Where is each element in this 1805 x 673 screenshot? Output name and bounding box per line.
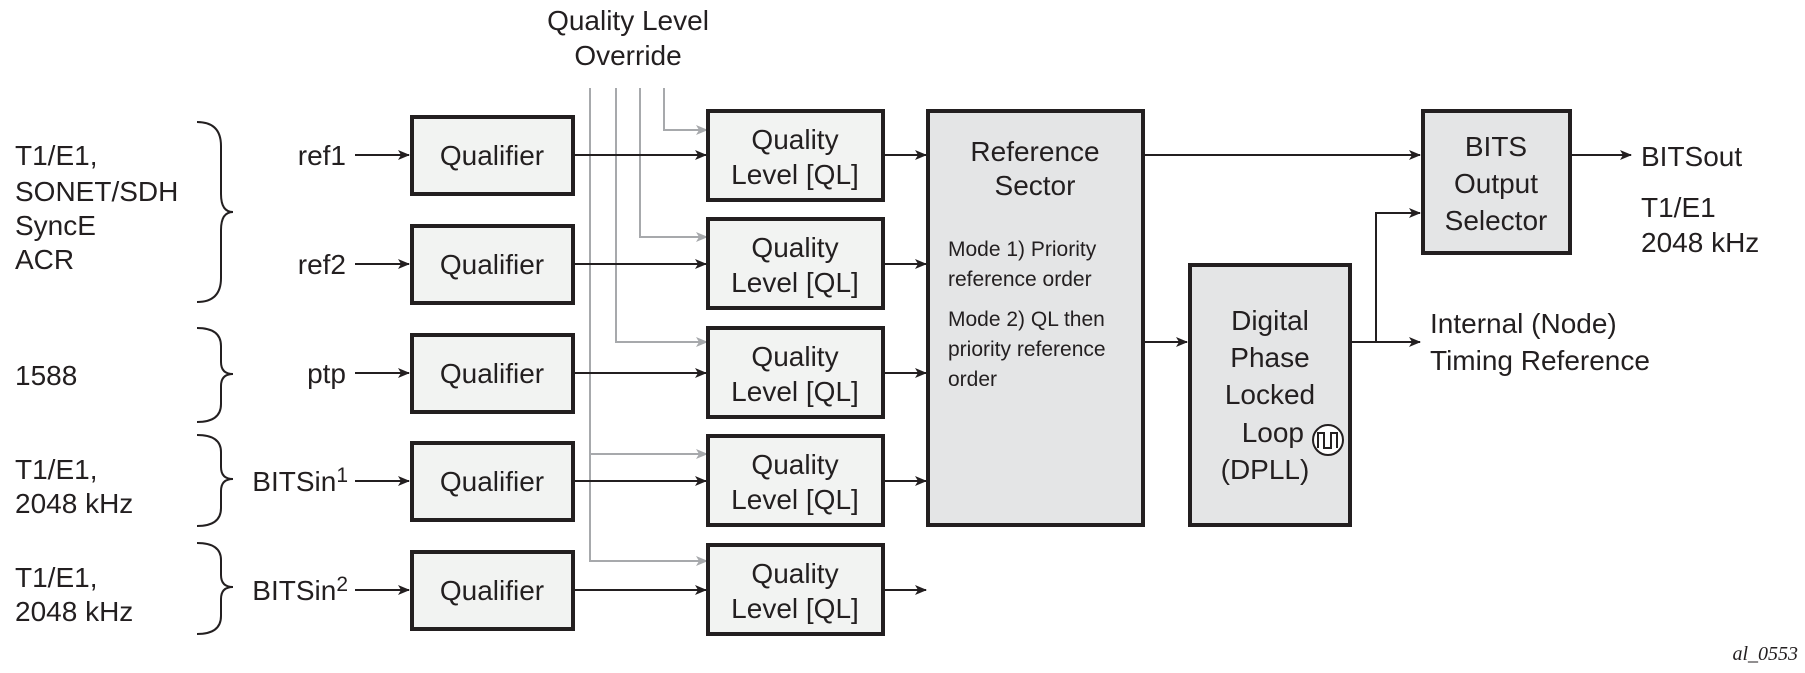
qualifier-4: Qualifier [410, 441, 575, 522]
ql-box-3: Quality Level [QL] [706, 326, 885, 419]
ql-box-2-line1: Quality [751, 232, 838, 263]
source-1-line4: ACR [15, 244, 74, 275]
dpll-line3: Locked [1225, 379, 1315, 410]
dpll-block: Digital Phase Locked Loop (DPLL) [1188, 263, 1352, 527]
input-label-bitsin2: BITSin2 [252, 573, 348, 606]
input-label-ref2: ref2 [298, 249, 346, 280]
qlo-title-line1: Quality Level [547, 5, 709, 36]
override-wires [589, 88, 708, 566]
ql-box-2: Quality Level [QL] [706, 217, 885, 310]
mode1-line2: reference order [948, 268, 1092, 291]
ql-box-4-line1: Quality [751, 449, 838, 480]
ql-box-3-line2: Level [QL] [731, 376, 859, 407]
mode2-line1: Mode 2) QL then [948, 308, 1105, 331]
ql-box-1-line2: Level [QL] [731, 159, 859, 190]
oscillator-icon [1312, 424, 1344, 456]
internal-ref-line2: Timing Reference [1430, 345, 1650, 376]
qualifier-1-label: Qualifier [440, 140, 544, 171]
bits-out-detail-line1: T1/E1 [1641, 192, 1716, 223]
dpll-line4: Loop [1242, 417, 1304, 448]
qualifier-5-label: Qualifier [440, 575, 544, 606]
reference-sector-title-line2: Sector [995, 170, 1076, 201]
ql-box-1: Quality Level [QL] [706, 109, 885, 202]
dpll-line5: (DPLL) [1221, 454, 1310, 485]
ql-box-4-line2: Level [QL] [731, 484, 859, 515]
internal-ref-line1: Internal (Node) [1430, 308, 1617, 339]
ql-box-5: Quality Level [QL] [706, 543, 885, 636]
qualifier-to-ql-arrows [575, 150, 707, 595]
bits-selector-line2: Output [1454, 168, 1538, 199]
qualifier-3-label: Qualifier [440, 358, 544, 389]
source-2-line1: 1588 [15, 360, 77, 391]
qualifier-3: Qualifier [410, 333, 575, 414]
bits-output-selector: BITS Output Selector [1421, 109, 1572, 255]
bits-selector-line3: Selector [1445, 205, 1548, 236]
bits-out-detail-line2: 2048 kHz [1641, 227, 1759, 258]
input-label-bitsin1: BITSin1 [252, 464, 348, 497]
qualifier-5: Qualifier [410, 550, 575, 631]
mode1-line1: Mode 1) Priority [948, 238, 1097, 261]
source-braces [196, 121, 234, 635]
bits-out-label: BITSout [1641, 141, 1742, 172]
mode2-line2: priority reference [948, 338, 1106, 361]
source-4-line2: 2048 kHz [15, 596, 133, 627]
reference-sector: Reference Sector Mode 1) Priority refere… [926, 109, 1145, 527]
ql-box-1-line1: Quality [751, 124, 838, 155]
mode2-line3: order [948, 368, 997, 391]
qualifier-2-label: Qualifier [440, 249, 544, 280]
qualifier-1: Qualifier [410, 115, 575, 196]
dpll-line1: Digital [1231, 305, 1309, 336]
ql-box-2-line2: Level [QL] [731, 267, 859, 298]
input-label-ref1: ref1 [298, 140, 346, 171]
source-3-line1: T1/E1, [15, 454, 97, 485]
qualifier-2: Qualifier [410, 224, 575, 305]
reference-sector-title-line1: Reference [970, 136, 1099, 167]
source-3-line2: 2048 kHz [15, 488, 133, 519]
dpll-line2: Phase [1230, 342, 1309, 373]
figure-id: al_0553 [1732, 643, 1798, 665]
source-1-line1: T1/E1, [15, 140, 97, 171]
ql-box-4: Quality Level [QL] [706, 434, 885, 527]
dpll-output-wires [1352, 208, 1421, 347]
source-1-line2: SONET/SDH [15, 176, 178, 207]
ql-box-3-line1: Quality [751, 341, 838, 372]
source-4-line1: T1/E1, [15, 562, 97, 593]
ql-to-sector-arrows [885, 150, 927, 595]
source-1-line3: SyncE [15, 210, 96, 241]
input-label-ptp: ptp [307, 358, 346, 389]
ql-box-5-line1: Quality [751, 558, 838, 589]
input-arrows [355, 150, 410, 595]
qualifier-4-label: Qualifier [440, 466, 544, 497]
qlo-title-line2: Override [574, 40, 681, 71]
bits-selector-line1: BITS [1465, 131, 1527, 162]
ql-box-5-line2: Level [QL] [731, 593, 859, 624]
